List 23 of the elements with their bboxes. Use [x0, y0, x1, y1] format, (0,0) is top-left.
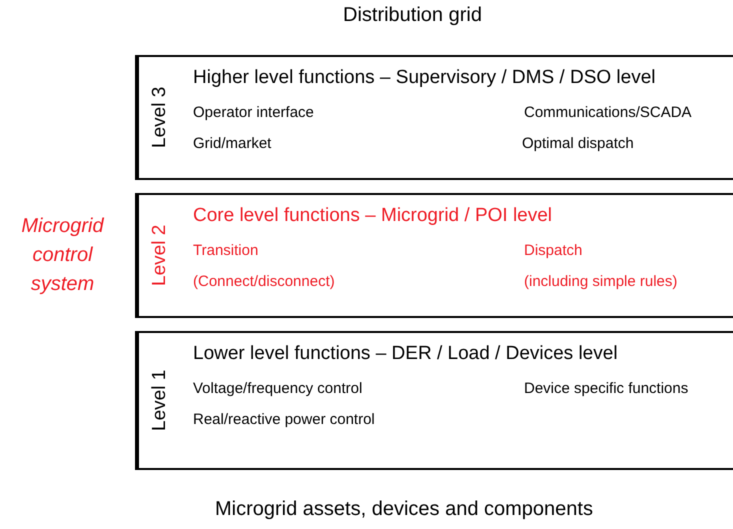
- title: Distribution grid: [343, 4, 482, 27]
- function-label: Device specific functions: [524, 380, 688, 397]
- function-label: Operator interface: [193, 104, 314, 121]
- function-label: Grid/market: [193, 135, 272, 152]
- function-label: Communications/SCADA: [524, 104, 692, 121]
- function-label: Real/reactive power control: [193, 411, 375, 428]
- function-label: (including simple rules): [524, 273, 678, 290]
- function-label: (Connect/disconnect): [193, 273, 335, 290]
- side-label: Microgrid control system: [20, 214, 106, 297]
- function-label: Voltage/frequency control: [193, 380, 362, 397]
- level-band: [135, 331, 733, 470]
- level-band: [135, 55, 733, 180]
- band-heading: Higher level functions – Supervisory / DMS / DSO level: [193, 67, 656, 89]
- caption: Microgrid assets, devices and components: [215, 498, 593, 521]
- level-tab: Level 1: [137, 333, 181, 468]
- level-tab: Level 3: [137, 57, 181, 178]
- function-label: Transition: [193, 242, 258, 259]
- level-band: [135, 193, 733, 318]
- band-heading: Lower level functions – DER / Load / Devices level: [193, 343, 618, 365]
- function-label: Optimal dispatch: [522, 135, 634, 152]
- function-label: Dispatch: [524, 242, 582, 259]
- level-tab: Level 2: [137, 195, 181, 316]
- band-heading: Core level functions – Microgrid / POI level: [193, 205, 552, 227]
